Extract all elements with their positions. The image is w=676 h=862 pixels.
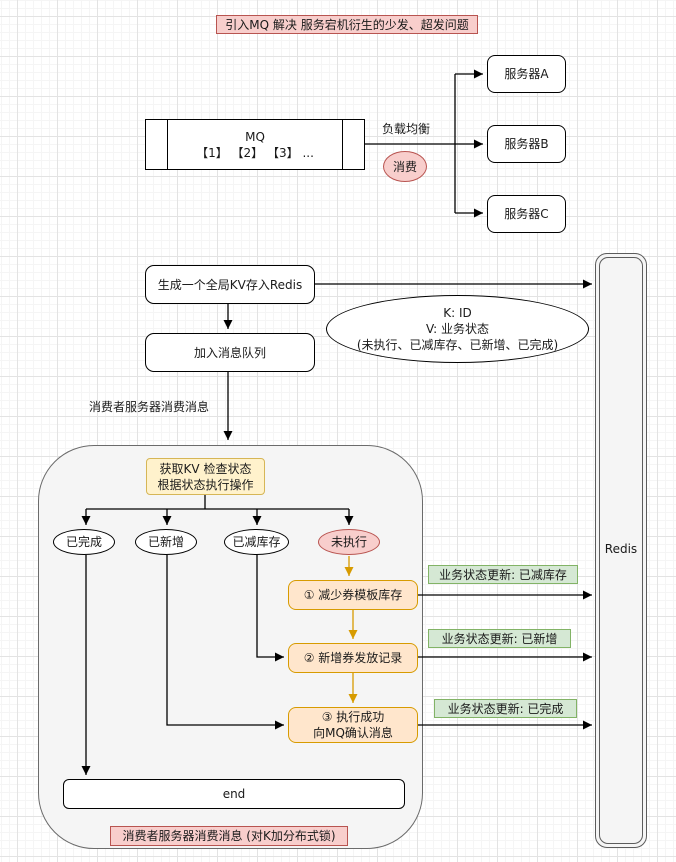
step3-line1: ③ 执行成功: [321, 710, 385, 724]
end-box[interactable]: end: [63, 779, 405, 809]
state-stock-reduced-ellipse[interactable]: 已减库存: [224, 529, 289, 555]
step1-box[interactable]: ① 减少券模板库存: [288, 580, 418, 610]
server-b-box[interactable]: 服务器B: [487, 125, 566, 163]
mq-label: MQ: [245, 129, 265, 144]
mq-queue-box[interactable]: MQ 【1】 【2】 【3】 ...: [145, 119, 365, 170]
consume-ellipse[interactable]: 消费: [383, 151, 427, 182]
mq-items: 【1】 【2】 【3】 ...: [196, 145, 314, 160]
mq-divider-right: [342, 120, 343, 169]
step3-line2: 向MQ确认消息: [313, 726, 393, 740]
update-done-badge: 业务状态更新: 已完成: [434, 699, 577, 718]
server-c-box[interactable]: 服务器C: [487, 195, 566, 233]
load-balance-label: 负载均衡: [381, 122, 430, 136]
enqueue-box[interactable]: 加入消息队列: [145, 333, 315, 372]
redis-box: [595, 253, 647, 848]
update-added-badge: 业务状态更新: 已新增: [428, 629, 571, 648]
state-not-executed-ellipse[interactable]: 未执行: [318, 529, 380, 555]
check-kv-line2: 根据状态执行操作: [157, 477, 254, 492]
check-kv-line1: 获取KV 检查状态: [159, 461, 252, 476]
consume-edge-label: 消费者服务器消费消息: [88, 400, 209, 414]
kv-note-line2: V: 业务状态: [425, 322, 490, 336]
kv-note-ellipse: K: ID V: 业务状态 (未执行、已减库存、已新增、已完成): [326, 295, 589, 363]
state-done-ellipse[interactable]: 已完成: [53, 529, 115, 555]
step3-box[interactable]: ③ 执行成功 向MQ确认消息: [288, 707, 418, 743]
mq-divider-left: [167, 120, 168, 169]
state-added-ellipse[interactable]: 已新增: [135, 529, 197, 555]
kv-note-line3: (未执行、已减库存、已新增、已完成): [356, 338, 559, 352]
title-banner: 引入MQ 解决 服务宕机衍生的少发、超发问题: [216, 15, 478, 34]
redis-label: Redis: [604, 542, 638, 556]
kv-note-line1: K: ID: [443, 306, 472, 320]
server-a-box[interactable]: 服务器A: [487, 55, 566, 93]
consumer-footer-banner: 消费者服务器消费消息 (对K加分布式锁): [110, 826, 348, 846]
step2-box[interactable]: ② 新增券发放记录: [288, 643, 418, 673]
update-stock-reduced-badge: 业务状态更新: 已减库存: [428, 565, 578, 584]
check-kv-box[interactable]: 获取KV 检查状态 根据状态执行操作: [146, 458, 265, 495]
gen-kv-box[interactable]: 生成一个全局KV存入Redis: [145, 265, 315, 304]
redis-box-inner-border: [599, 257, 643, 844]
